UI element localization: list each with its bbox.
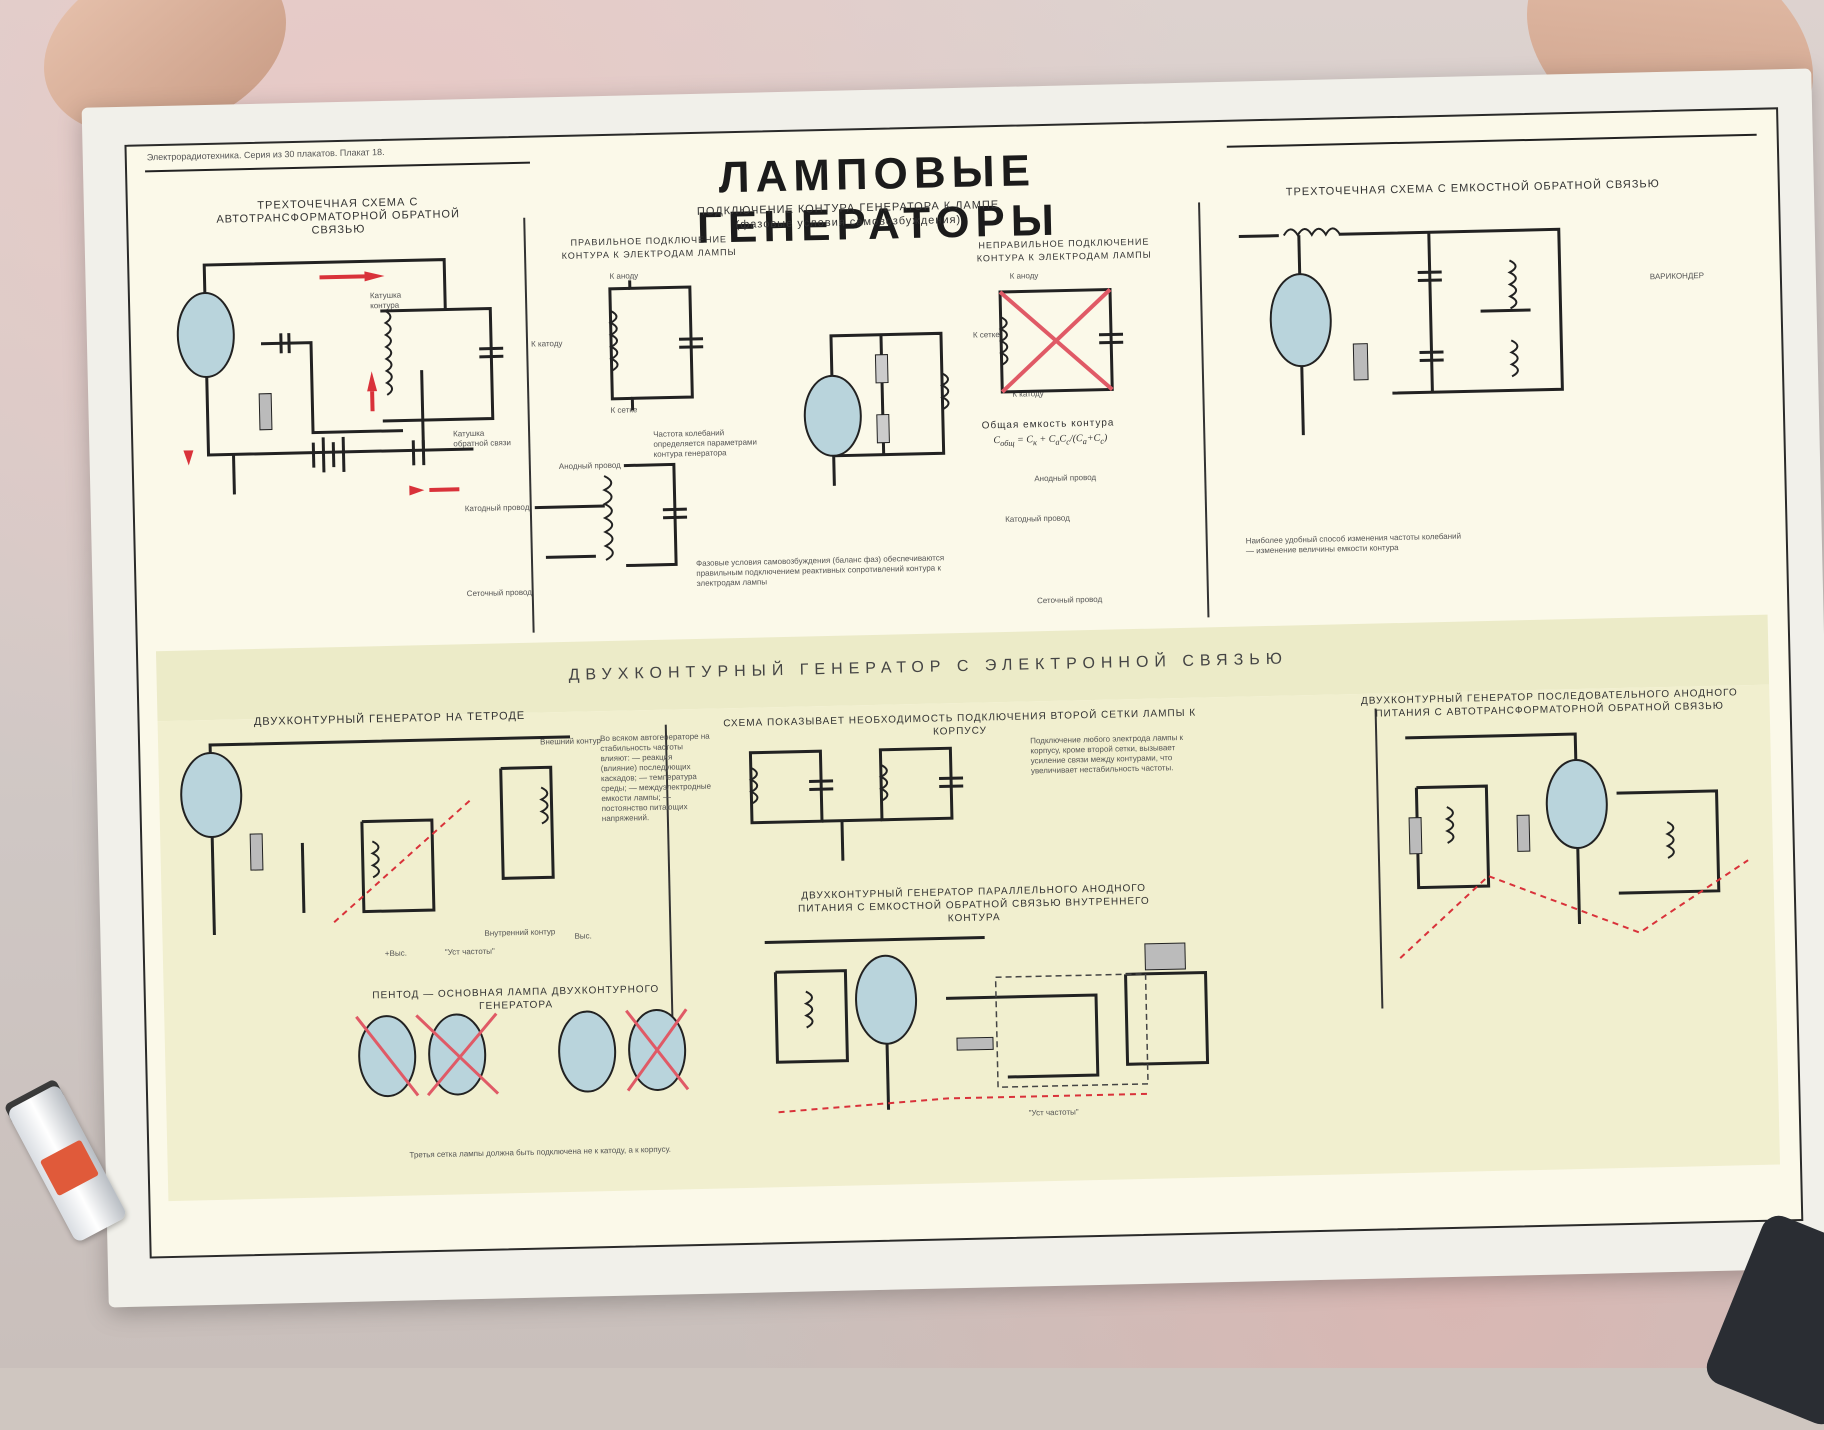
circuit-phase-tube [791,312,995,496]
para-capacitive: Наиболее удобный способ изменения частот… [1246,531,1466,556]
label-katodnyi-provod-2: Катодный провод [1005,513,1070,524]
series-line: Электрорадиотехника. Серия из 30 плакато… [147,147,385,162]
label-k-katodu-1: К катоду [531,339,563,350]
circuit-tetrode [170,726,595,945]
tube-icon [177,292,235,377]
circuit-wires [514,464,697,588]
para-tetrode: Во всяком автогенераторе на стабильность… [600,732,712,824]
heading-capacitive: ТРЕХТОЧЕЧНАЯ СХЕМА С ЕМКОСТНОЙ ОБРАТНОЙ … [1248,177,1698,200]
poster-paper: Электрорадиотехника. Серия из 30 плакато… [82,69,1824,1308]
label-setochnyi-provod: Сеточный провод [467,588,532,599]
para-phase: Фазовые условия самовозбуждения (баланс … [696,553,977,589]
poster-sheet: Электрорадиотехника. Серия из 30 плакато… [124,107,1803,1258]
label-ust-chastoty-1: "Уст частоты" [445,947,495,958]
circuit-capacitive [1228,209,1574,467]
divider-2 [1198,202,1209,617]
heading-incorrect: НЕПРАВИЛЬНОЕ ПОДКЛЮЧЕНИЕ КОНТУРА К ЭЛЕКТ… [964,235,1165,266]
tube-icon [804,375,862,456]
label-varikonder: ВАРИКОНДЕР [1650,271,1704,282]
label-setochnyi-provod-2: Сеточный провод [1037,595,1102,606]
title-rule-right [1227,134,1757,148]
tube-icon [558,1011,616,1092]
heading-autotransformer: ТРЕХТОЧЕЧНАЯ СХЕМА С АВТОТРАНСФОРМАТОРНО… [188,195,489,241]
tube-icon [1546,759,1608,848]
tube-icon [855,955,917,1044]
circuit-correct [570,278,733,412]
circuit-series-anode [1385,720,1760,958]
circuit-second-grid [730,728,983,884]
para-connection: Частота колебаний определяется параметра… [653,427,764,459]
tube-icon [1270,274,1332,367]
title-rule-left [145,162,530,173]
circuit-parallel-anode [744,912,1228,1123]
formula-total-capacity: Cобщ = Cк + CаCс/(Cа+Cс) [993,433,1107,449]
pentode-tubes [356,1004,718,1112]
label-anodnyi-provod-2: Анодный провод [1034,473,1096,484]
circuit-autotransformer [159,248,505,516]
label-k-anodu-2: К аноду [1010,271,1039,282]
label-plus-vys: +Выс. [385,949,407,959]
circuit-incorrect [980,284,1132,397]
label-total-capacity: Общая емкость контура [973,416,1123,432]
heading-correct: ПРАВИЛЬНОЕ ПОДКЛЮЧЕНИЕ КОНТУРА К ЭЛЕКТРО… [549,233,750,264]
para-second-grid: Подключение любого электрода лампы к кор… [1030,733,1191,777]
tube-icon [180,752,242,837]
